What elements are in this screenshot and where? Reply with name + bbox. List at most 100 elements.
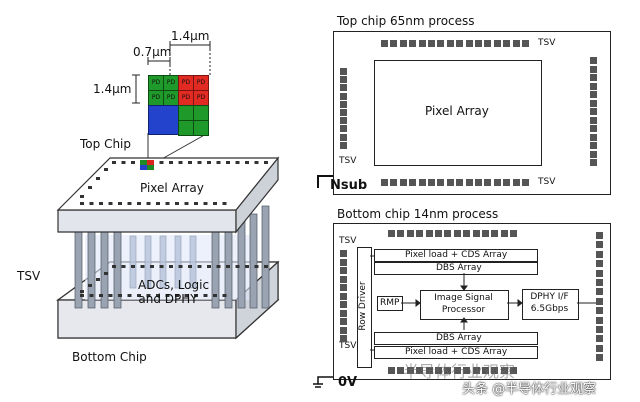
top-chip-pad bbox=[188, 161, 192, 164]
bond-pad bbox=[399, 179, 407, 186]
rmp-block bbox=[377, 296, 403, 311]
bond-pad bbox=[590, 99, 597, 107]
top-chip-pad bbox=[213, 202, 217, 205]
bottom-chip-pad bbox=[197, 265, 202, 268]
bottom-chip-pad bbox=[150, 265, 154, 268]
bottom-chip-label: Bottom Chip bbox=[72, 350, 147, 364]
bottom-chip-pad bbox=[264, 265, 268, 268]
bond-pad bbox=[456, 40, 464, 47]
bond-pad bbox=[340, 76, 347, 84]
bond-pad bbox=[596, 316, 603, 324]
bond-pad bbox=[340, 109, 347, 116]
bond-pad bbox=[503, 40, 511, 47]
bond-pad bbox=[590, 108, 597, 115]
bond-pad bbox=[444, 367, 452, 374]
bottom-chip-pad bbox=[213, 294, 217, 297]
bond-pad bbox=[416, 230, 424, 237]
bond-pad bbox=[596, 354, 603, 362]
top-chip-pad bbox=[207, 161, 211, 164]
bond-pad bbox=[510, 230, 518, 237]
top-chip-pixel-marker bbox=[140, 160, 154, 170]
bond-pad bbox=[590, 125, 597, 132]
dimension-lines bbox=[132, 41, 211, 104]
dbs-top-block bbox=[374, 262, 538, 275]
top-chip-pad bbox=[216, 161, 221, 164]
bond-pad bbox=[456, 179, 464, 186]
bond-pad bbox=[510, 367, 518, 374]
bond-pad bbox=[381, 40, 388, 47]
bond-pad bbox=[397, 230, 405, 237]
pixel-red: PD bbox=[193, 75, 209, 91]
bond-pad bbox=[340, 275, 347, 283]
bond-pad bbox=[446, 179, 454, 186]
bond-pad bbox=[340, 92, 347, 100]
bond-pad bbox=[472, 367, 480, 374]
bond-pad bbox=[437, 179, 445, 186]
bond-pad bbox=[340, 309, 347, 317]
tsv-pillar bbox=[261, 205, 270, 309]
bond-pad bbox=[596, 241, 603, 249]
bond-pad bbox=[475, 179, 482, 186]
bottom-chip-pad bbox=[184, 294, 189, 297]
top-chip-pad bbox=[108, 202, 113, 205]
bond-pad bbox=[482, 230, 489, 237]
bond-pad bbox=[453, 367, 461, 374]
bond-pad bbox=[388, 230, 395, 237]
tsv-label: TSV bbox=[339, 341, 357, 351]
bond-pad bbox=[340, 335, 347, 342]
bottom-chip-pad bbox=[80, 294, 84, 297]
bottom-chip-pad bbox=[235, 265, 240, 268]
bond-pad bbox=[590, 142, 597, 149]
bottom-chip-pad bbox=[203, 294, 208, 297]
bond-pad bbox=[340, 284, 347, 291]
bond-pad bbox=[406, 230, 414, 237]
top-chip-slab bbox=[56, 156, 280, 234]
bond-pad bbox=[465, 179, 473, 186]
bond-pad bbox=[453, 230, 461, 237]
bottom-chip-pad bbox=[96, 278, 100, 281]
bottom-chip-pad bbox=[194, 294, 198, 297]
bond-pad bbox=[388, 367, 395, 374]
top-chip-pad bbox=[112, 161, 116, 164]
top-chip-pad bbox=[184, 202, 189, 205]
top-chip-pad bbox=[245, 161, 249, 164]
bond-pad bbox=[503, 179, 511, 186]
pixel-load-top-block bbox=[374, 249, 538, 262]
bond-pad bbox=[390, 40, 398, 47]
bond-pad bbox=[512, 179, 520, 186]
zoom-lines bbox=[147, 132, 209, 161]
bond-pad bbox=[475, 40, 482, 47]
pixel-green: PD bbox=[148, 75, 164, 91]
bond-pad bbox=[493, 40, 501, 47]
top-chip-pad bbox=[80, 195, 84, 198]
top-chip-pad bbox=[127, 202, 132, 205]
bond-pad bbox=[596, 269, 603, 277]
dphy-line-1: DPHY I/F bbox=[530, 292, 569, 302]
bond-pad bbox=[482, 367, 489, 374]
bottom-chip-pad bbox=[165, 294, 170, 297]
bond-pad bbox=[428, 179, 435, 186]
dimension-height: 1.4µm bbox=[93, 82, 132, 96]
dphy-block bbox=[522, 289, 579, 320]
bond-pad bbox=[500, 230, 508, 237]
isp-line-2: Processor bbox=[441, 305, 486, 315]
bottom-chip-pad bbox=[207, 265, 211, 268]
dphy-label: DPHY I/F 6.5Gbps bbox=[522, 292, 577, 314]
bond-pad bbox=[512, 40, 520, 47]
tsv-label: TSV bbox=[538, 177, 556, 187]
bottom-chip-pad bbox=[175, 294, 179, 297]
tsv-label: TSV bbox=[339, 236, 357, 246]
bond-pad bbox=[522, 40, 529, 47]
top-chip-pad bbox=[159, 161, 164, 164]
bond-pad bbox=[340, 326, 347, 334]
pixel-green bbox=[193, 105, 209, 121]
bottom-chip-pad bbox=[121, 265, 126, 268]
top-chip-pad bbox=[203, 202, 208, 205]
bond-pad bbox=[590, 82, 597, 90]
bond-pad bbox=[590, 159, 597, 166]
top-chip-pad bbox=[235, 161, 240, 164]
top-pixel-array-box bbox=[374, 60, 542, 166]
adc-logic-label: ADCs, Logic and DPHY bbox=[138, 279, 209, 306]
dbs-bottom-label: DBS Array bbox=[436, 333, 482, 343]
pixel-green: PD bbox=[148, 90, 164, 106]
